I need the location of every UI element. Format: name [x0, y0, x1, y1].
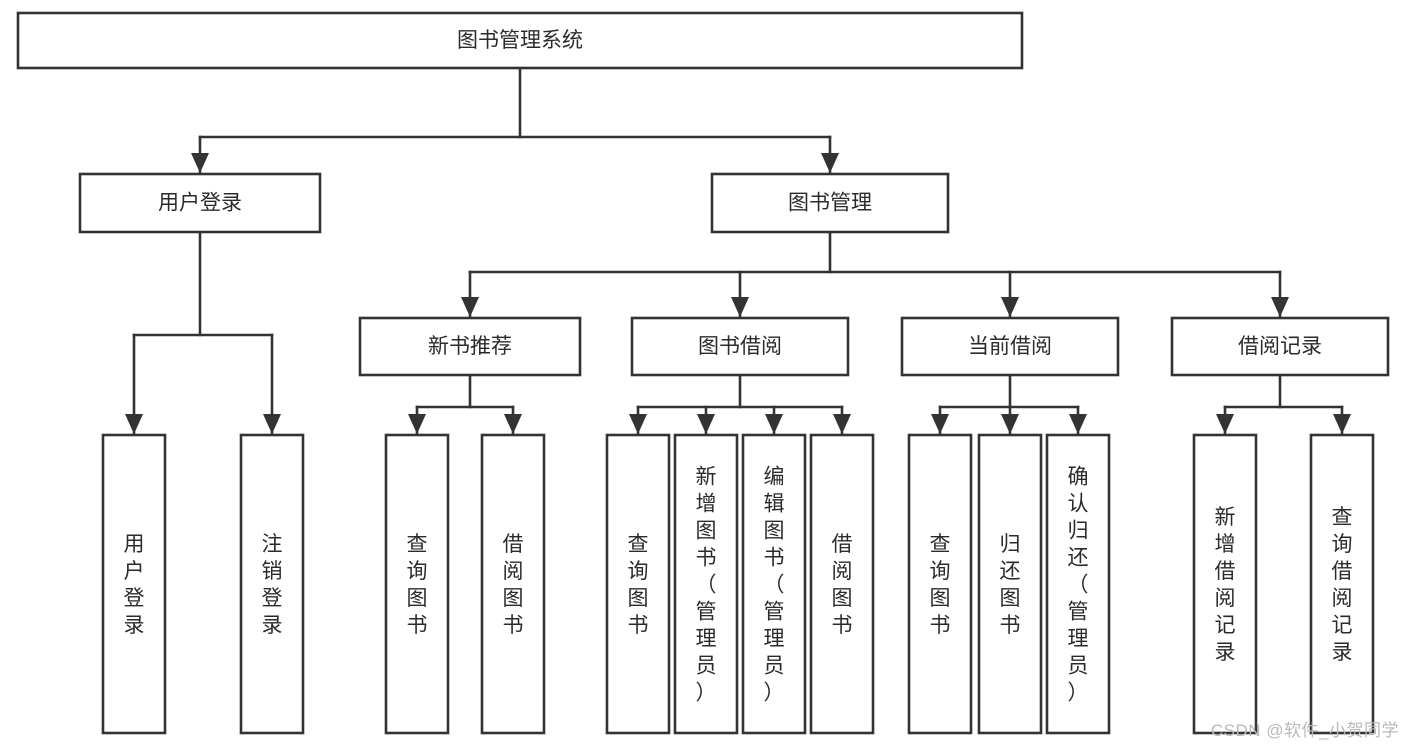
node-label: 借阅图书 [832, 533, 853, 637]
node-box [1170, 316, 1390, 377]
node-label: 新书推荐 [428, 335, 512, 358]
node-box [1045, 433, 1111, 735]
arrow-head-icon [1001, 414, 1019, 434]
node-label: 新增图书（管理员） [696, 466, 717, 705]
node-label: 查询图书 [930, 533, 951, 637]
arrow-head-icon [1333, 414, 1351, 434]
node-leaf-borrow-book-1[interactable]: 借阅图书 [480, 433, 546, 735]
node-label: 图书管理 [788, 192, 872, 215]
node-leaf-edit-book[interactable]: 编辑图书（管理员） [741, 433, 807, 735]
node-box [900, 316, 1120, 377]
csdn-watermark: CSDN @软件_小贺同学 [1210, 721, 1399, 740]
node-label: 借阅记录 [1238, 335, 1322, 358]
node-box [741, 433, 807, 735]
node-current-borrow[interactable]: 当前借阅 [900, 316, 1120, 377]
node-box [630, 316, 850, 377]
node-root[interactable]: 图书管理系统 [16, 11, 1024, 70]
arrow-head-icon [191, 153, 209, 173]
node-book-borrow[interactable]: 图书借阅 [630, 316, 850, 377]
node-box [907, 433, 973, 735]
node-leaf-query-book-3[interactable]: 查询图书 [907, 433, 973, 735]
arrow-head-icon [765, 414, 783, 434]
node-box [1192, 433, 1258, 735]
node-label: 查询图书 [628, 533, 649, 637]
arrow-head-icon [629, 414, 647, 434]
node-leaf-query-book-1[interactable]: 查询图书 [384, 433, 450, 735]
node-box [809, 433, 875, 735]
node-label: 查询借阅记录 [1332, 506, 1353, 664]
node-label: 编辑图书（管理员） [764, 466, 785, 705]
node-leaf-confirm-return[interactable]: 确认归还（管理员） [1045, 433, 1111, 735]
node-leaf-user-login[interactable]: 用户登录 [101, 433, 167, 735]
connector-layer [125, 66, 1351, 436]
node-new-book-recommend[interactable]: 新书推荐 [358, 316, 582, 377]
node-box [239, 433, 305, 735]
arrow-head-icon [731, 297, 749, 317]
node-label: 当前借阅 [968, 335, 1052, 358]
arrow-head-icon [1069, 414, 1087, 434]
arrow-head-icon [833, 414, 851, 434]
arrow-head-icon [408, 414, 426, 434]
arrow-head-icon [697, 414, 715, 434]
node-label: 注销登录 [262, 533, 283, 637]
node-layer: 图书管理系统用户登录图书管理新书推荐图书借阅当前借阅借阅记录用户登录注销登录查询… [16, 11, 1390, 735]
node-leaf-return-book[interactable]: 归还图书 [977, 433, 1043, 735]
arrow-head-icon [821, 153, 839, 173]
node-leaf-query-book-2[interactable]: 查询图书 [605, 433, 671, 735]
node-book-manage[interactable]: 图书管理 [710, 172, 950, 234]
node-box [605, 433, 671, 735]
node-label: 借阅图书 [503, 533, 524, 637]
node-box [977, 433, 1043, 735]
node-user-login[interactable]: 用户登录 [78, 172, 322, 234]
node-box [480, 433, 546, 735]
arrow-head-icon [504, 414, 522, 434]
node-box [358, 316, 582, 377]
arrow-head-icon [263, 414, 281, 434]
node-label: 图书管理系统 [457, 29, 583, 52]
node-leaf-query-record[interactable]: 查询借阅记录 [1309, 433, 1375, 735]
node-box [16, 11, 1024, 70]
arrow-head-icon [461, 297, 479, 317]
node-box [384, 433, 450, 735]
node-leaf-borrow-book-2[interactable]: 借阅图书 [809, 433, 875, 735]
arrow-head-icon [1216, 414, 1234, 434]
node-box [710, 172, 950, 234]
arrow-head-icon [1001, 297, 1019, 317]
node-box [78, 172, 322, 234]
node-borrow-record[interactable]: 借阅记录 [1170, 316, 1390, 377]
node-label: 用户登录 [158, 192, 242, 215]
node-label: 确认归还（管理员） [1068, 466, 1089, 705]
node-box [673, 433, 739, 735]
node-label: 归还图书 [1000, 533, 1021, 637]
node-label: 图书借阅 [698, 335, 782, 358]
node-box [101, 433, 167, 735]
node-leaf-add-record[interactable]: 新增借阅记录 [1192, 433, 1258, 735]
arrow-head-icon [1271, 297, 1289, 317]
arrow-head-icon [125, 414, 143, 434]
arrow-head-icon [931, 414, 949, 434]
node-box [1309, 433, 1375, 735]
node-leaf-add-book[interactable]: 新增图书（管理员） [673, 433, 739, 735]
node-label: 查询图书 [407, 533, 428, 637]
node-label: 用户登录 [124, 533, 145, 637]
node-label: 新增借阅记录 [1215, 506, 1236, 664]
node-leaf-user-logout[interactable]: 注销登录 [239, 433, 305, 735]
